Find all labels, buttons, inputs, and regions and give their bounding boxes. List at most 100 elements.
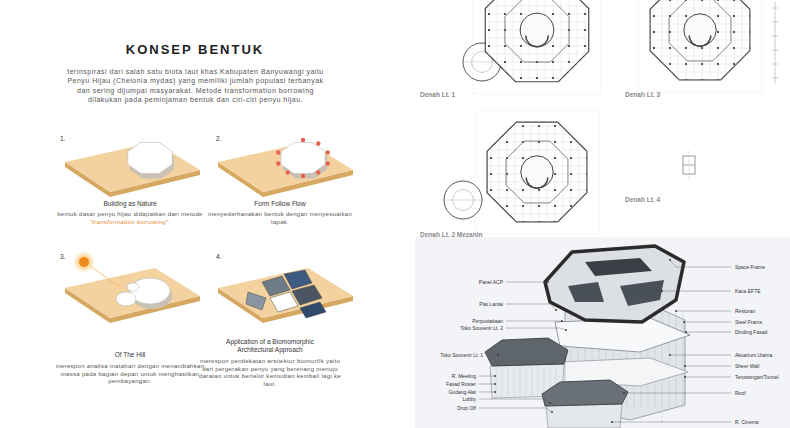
column (490, 205, 492, 207)
grid-line (646, 64, 754, 65)
grid-line (561, 0, 562, 86)
floor-plan (473, 0, 601, 94)
column (490, 157, 492, 159)
concept-text: merespon analisa matahari dengan menamba… (50, 363, 210, 386)
grid-line (579, 118, 580, 226)
grid-line (497, 0, 498, 86)
skylight (585, 258, 652, 276)
floor-plan (638, 0, 762, 92)
column (504, 45, 506, 47)
leader-line (479, 399, 550, 403)
flow-dot (326, 161, 330, 165)
stair (526, 177, 548, 188)
grid-line (499, 118, 500, 226)
leader-dot (551, 411, 553, 413)
skylight (568, 282, 604, 302)
grid-line (646, 48, 754, 49)
leader-dot (565, 329, 567, 331)
column (552, 13, 554, 15)
column (538, 189, 540, 191)
leader-line (662, 291, 731, 292)
grid-line (483, 134, 591, 135)
callout-number: 3. (60, 253, 65, 261)
column (669, 79, 671, 81)
leader-line (684, 322, 731, 323)
column (586, 189, 588, 191)
column (538, 125, 540, 127)
concept-highlight: "transformation borrowing". (45, 219, 215, 227)
column (749, 31, 751, 33)
column (749, 15, 751, 17)
part-label: Sheer Wall (735, 363, 759, 369)
column (685, 63, 687, 65)
sun-glow (73, 251, 95, 273)
floor-plan (475, 110, 599, 234)
grid-line (646, 8, 754, 9)
column (586, 205, 588, 207)
column (488, 29, 490, 31)
dimension-line (775, 2, 776, 84)
column (554, 189, 556, 191)
grid-line (483, 206, 591, 207)
column (490, 141, 492, 143)
part-label: Panel ACP (433, 279, 503, 285)
column (653, 47, 655, 49)
leader-dot (555, 309, 557, 311)
leader-line (479, 392, 495, 393)
part-label: Space Frame (735, 264, 765, 270)
part-label: Perpustakaan (433, 318, 503, 324)
grid-line (489, 0, 490, 86)
plan-outline (487, 122, 587, 222)
dimension-frame (638, 0, 762, 92)
column (701, 63, 703, 65)
column (717, 79, 719, 81)
column (669, 63, 671, 65)
exploded-axonometric (485, 246, 690, 428)
mullion (683, 312, 684, 408)
leader-dot (661, 290, 663, 292)
part-label: Dinding Fasad (735, 329, 767, 335)
inner-wall (669, 0, 731, 61)
column (733, 47, 735, 49)
column (584, 61, 586, 63)
part-label: Terowongan/Tunnel (735, 374, 779, 380)
site-slab (218, 268, 353, 323)
flow-dot (276, 150, 280, 154)
column (717, 15, 719, 17)
column (584, 29, 586, 31)
column (554, 125, 556, 127)
floor-plate (555, 318, 690, 352)
part-label: Toko Souvenir Lt. 1 (413, 352, 483, 358)
leader-line (479, 384, 495, 385)
column (653, 79, 655, 81)
column (570, 205, 572, 207)
leader-dot (494, 383, 496, 385)
mass-form (127, 283, 139, 291)
column (504, 13, 506, 15)
column (522, 205, 524, 207)
part-label: Toko Souvenir Lt. 2 (433, 325, 503, 331)
part-label: Gudang Alat (406, 389, 476, 395)
column (586, 173, 588, 175)
grid-line (481, 6, 593, 7)
biomorphic-tile (300, 302, 326, 318)
dome-roof (485, 338, 568, 366)
slab-top (65, 268, 200, 318)
leader-line (686, 332, 731, 333)
inner-wall (506, 141, 568, 203)
dimension-frame (475, 110, 599, 234)
column (554, 221, 556, 223)
column (586, 221, 588, 223)
leader-dot (669, 259, 671, 261)
grid-line (646, 56, 754, 57)
column (490, 125, 492, 127)
column (717, 63, 719, 65)
plan-lobe (444, 181, 482, 219)
column (570, 221, 572, 223)
grid-line (553, 0, 554, 86)
atrium (521, 156, 553, 188)
leader-dot (675, 310, 677, 312)
site-slab (65, 142, 200, 197)
grid-line (483, 190, 591, 191)
grid-line (483, 126, 591, 127)
